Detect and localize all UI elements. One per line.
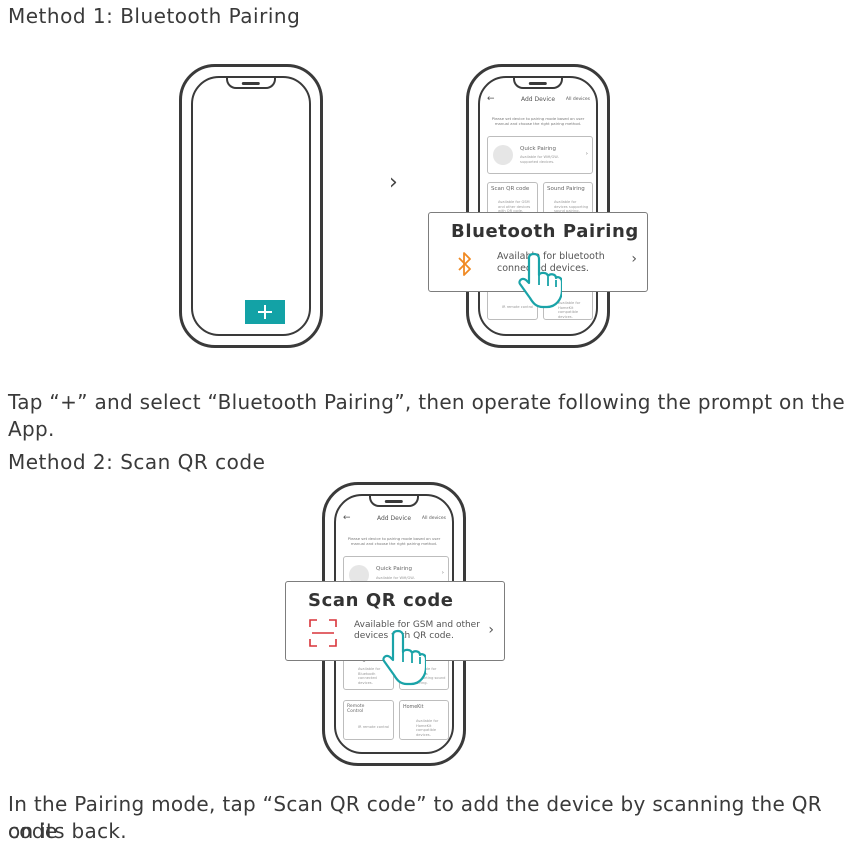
scan-qr-label: Scan QR code xyxy=(491,186,530,192)
scan-qr-card-small[interactable]: Scan QR code Available for GSM and other… xyxy=(487,182,538,216)
bt-pairing-sub: Available for Bluetooth connected device… xyxy=(358,667,381,685)
sound-pairing-card[interactable]: Sound Pairing Available for devices supp… xyxy=(543,182,593,216)
chevron-right-icon: › xyxy=(631,251,637,267)
add-device-button[interactable] xyxy=(245,300,285,324)
method2-caption-line2: on its back. xyxy=(8,819,127,843)
device-icon xyxy=(349,565,369,585)
homekit-label: HomeKit xyxy=(403,705,424,710)
all-devices-link[interactable]: All devices xyxy=(565,96,590,102)
sound-pairing-label: Sound Pairing xyxy=(547,186,585,192)
screen-title: Add Device xyxy=(376,514,412,522)
bluetooth-pairing-desc-line2: connected devices. xyxy=(497,263,589,274)
screen-title: Add Device xyxy=(520,95,556,103)
remote-control-sub: IR remote control xyxy=(502,305,534,309)
quick-pairing-label: Quick Pairing xyxy=(520,146,557,152)
phone-notch xyxy=(369,496,419,507)
method2-caption-line1: In the Pairing mode, tap “Scan QR code” … xyxy=(8,792,822,843)
remote-control-sub: IR remote control xyxy=(358,725,390,729)
quick-pairing-label: Quick Pairing xyxy=(376,566,413,572)
chevron-right-icon: › xyxy=(441,570,444,576)
method1-heading: Method 1: Bluetooth Pairing xyxy=(8,4,301,28)
chevron-right-icon: › xyxy=(585,151,588,157)
scan-qr-title: Scan QR code xyxy=(308,590,454,611)
sound-pairing-sub: Available for devices supporting sound p… xyxy=(554,200,589,213)
pairing-note: Please set device to pairing mode based … xyxy=(491,116,585,126)
scan-qr-sub: Available for GSM and other devices with… xyxy=(498,200,531,213)
chevron-right-icon: › xyxy=(488,622,494,638)
back-arrow-icon[interactable]: ← xyxy=(343,513,351,523)
bluetooth-pairing-title: Bluetooth Pairing xyxy=(451,221,639,242)
bluetooth-icon xyxy=(458,252,471,276)
back-arrow-icon[interactable]: ← xyxy=(487,94,495,104)
phone-notch xyxy=(513,78,563,89)
device-icon xyxy=(493,145,513,165)
homekit-sub: Available for HomeKit compatible devices… xyxy=(558,301,581,319)
phone-notch xyxy=(226,78,276,89)
remote-control-card[interactable]: Remote Control IR remote control xyxy=(343,700,394,740)
quick-pairing-card[interactable]: Quick Pairing Available for Wifi/GW-supp… xyxy=(487,136,593,174)
plus-icon xyxy=(258,305,272,319)
homekit-card[interactable]: HomeKit Available for HomeKit compatible… xyxy=(399,700,449,740)
quick-pairing-sub: Available for Wifi/GW-supported devices. xyxy=(520,155,559,164)
scan-frame-icon xyxy=(309,619,337,647)
homekit-sub: Available for HomeKit compatible devices… xyxy=(416,719,439,737)
phone-home-screen xyxy=(179,64,323,348)
scan-qr-desc-line1: Available for GSM and other xyxy=(354,620,480,630)
bluetooth-pairing-desc-line1: Available for bluetooth xyxy=(497,251,605,262)
next-step-arrow: › xyxy=(389,170,398,195)
method1-caption: Tap “+” and select “Bluetooth Pairing”, … xyxy=(8,390,845,441)
remote-control-label: Remote Control xyxy=(347,704,365,714)
all-devices-link[interactable]: All devices xyxy=(421,515,446,521)
tapping-hand-icon xyxy=(382,629,426,686)
method2-heading: Method 2: Scan QR code xyxy=(8,450,266,474)
tapping-hand-icon xyxy=(518,252,562,309)
pairing-note: Please set device to pairing mode based … xyxy=(347,536,441,546)
